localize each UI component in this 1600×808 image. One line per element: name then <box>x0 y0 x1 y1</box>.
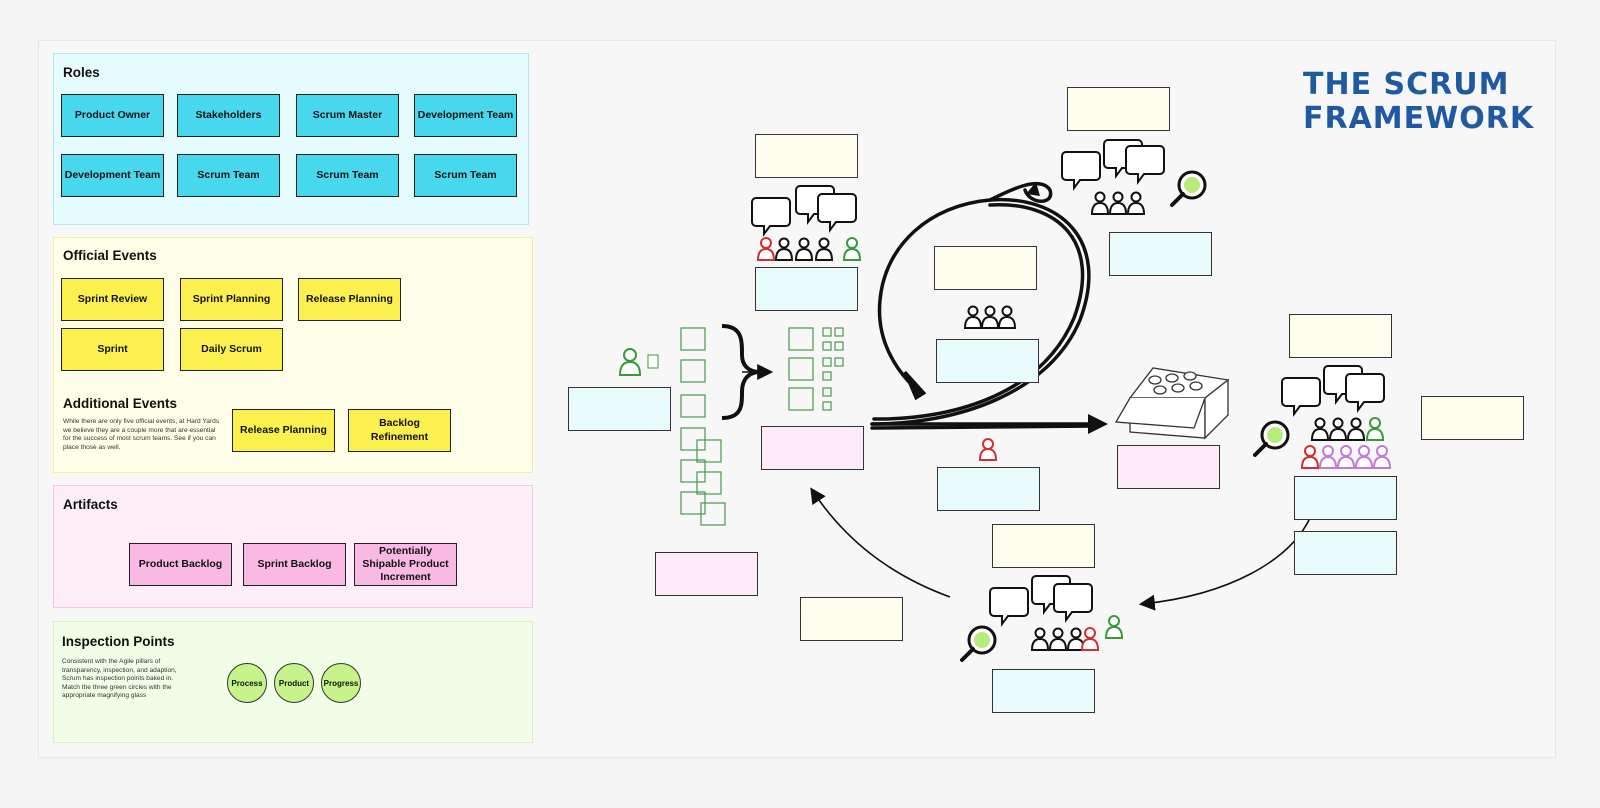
sprint-backlog-items <box>788 327 844 411</box>
placeholder-box-left-bottom[interactable] <box>655 552 758 596</box>
events-title: Official Events <box>63 248 157 263</box>
role-note-scrum-master[interactable]: Scrum Master <box>296 94 399 137</box>
placeholder-box-center-bottom[interactable] <box>800 597 903 641</box>
placeholder-box-bottom-top[interactable] <box>992 524 1095 568</box>
board-title-line-2: FRAMEWORK <box>1303 101 1535 136</box>
artifact-note-product-increment[interactable]: Potentially Shipable Product Increment <box>354 543 457 586</box>
placeholder-box-planning-bottom[interactable] <box>755 267 858 311</box>
bottom-team-group <box>960 575 1124 662</box>
daily-scrum-group <box>964 305 1016 329</box>
placeholder-box-review-top[interactable] <box>1289 314 1392 358</box>
placeholder-box-increment[interactable] <box>1117 445 1220 489</box>
event-note-sprint[interactable]: Sprint <box>61 328 164 371</box>
backlog-brace <box>721 324 761 420</box>
event-note-sprint-review[interactable]: Sprint Review <box>61 278 164 321</box>
placeholder-box-planning-top[interactable] <box>755 134 858 178</box>
retrospective-group <box>1061 139 1207 215</box>
placeholder-box-backlog[interactable] <box>568 387 671 431</box>
scrum-master-icon <box>978 438 998 461</box>
role-note-stakeholders[interactable]: Stakeholders <box>177 94 280 137</box>
roles-title: Roles <box>63 65 100 80</box>
inspection-circle-process[interactable]: Process <box>227 663 267 703</box>
role-note-development-team-2[interactable]: Development Team <box>61 154 164 197</box>
inspection-description: Consistent with the Agile pillars of tra… <box>62 658 177 700</box>
feedback-arrow-left <box>810 487 951 598</box>
inspection-title: Inspection Points <box>62 634 175 649</box>
artifact-note-product-backlog[interactable]: Product Backlog <box>129 543 232 586</box>
board-title: THE SCRUM FRAMEWORK <box>1303 68 1534 136</box>
event-note-release-planning-2[interactable]: Release Planning <box>232 409 335 452</box>
inspection-circle-progress[interactable]: Progress <box>321 663 361 703</box>
product-owner-icon <box>618 348 659 376</box>
role-note-scrum-team-3[interactable]: Scrum Team <box>414 154 517 197</box>
sprint-loop-arrow <box>870 181 1100 430</box>
placeholder-box-retro-bottom[interactable] <box>1109 232 1212 276</box>
placeholder-box-daily-bottom[interactable] <box>936 339 1039 383</box>
placeholder-box-review-bottom-2[interactable] <box>1294 531 1397 575</box>
artifact-note-sprint-backlog[interactable]: Sprint Backlog <box>243 543 346 586</box>
additional-events-title: Additional Events <box>63 396 178 411</box>
role-note-development-team[interactable]: Development Team <box>414 94 517 137</box>
feedback-arrow-bottom <box>1138 517 1311 611</box>
event-note-backlog-refinement[interactable]: Backlog Refinement <box>348 409 451 452</box>
placeholder-box-review-right[interactable] <box>1421 396 1524 440</box>
placeholder-box-daily-top[interactable] <box>934 246 1037 290</box>
artifacts-title: Artifacts <box>63 497 118 512</box>
placeholder-box-sprint-backlog[interactable] <box>761 426 864 470</box>
role-note-product-owner[interactable]: Product Owner <box>61 94 164 137</box>
sprint-review-group <box>1253 365 1392 469</box>
product-increment-box-icon <box>1114 367 1230 440</box>
additional-events-description: While there are only five official event… <box>63 418 220 451</box>
loop-arrowhead-down <box>903 370 927 401</box>
loop-arrowhead-right <box>1088 414 1108 434</box>
placeholder-box-retro-top[interactable] <box>1067 87 1170 131</box>
event-note-release-planning[interactable]: Release Planning <box>298 278 401 321</box>
placeholder-box-bottom-bottom[interactable] <box>992 669 1095 713</box>
placeholder-box-scrum-master[interactable] <box>937 467 1040 511</box>
event-note-daily-scrum[interactable]: Daily Scrum <box>180 328 283 371</box>
product-backlog-items <box>680 327 726 526</box>
placeholder-box-review-bottom-1[interactable] <box>1294 476 1397 520</box>
event-note-sprint-planning[interactable]: Sprint Planning <box>180 278 283 321</box>
sprint-planning-group <box>751 185 862 261</box>
role-note-scrum-team[interactable]: Scrum Team <box>177 154 280 197</box>
role-note-scrum-team-2[interactable]: Scrum Team <box>296 154 399 197</box>
inspection-circle-product[interactable]: Product <box>274 663 314 703</box>
board-title-line-1: THE SCRUM <box>1303 67 1510 102</box>
